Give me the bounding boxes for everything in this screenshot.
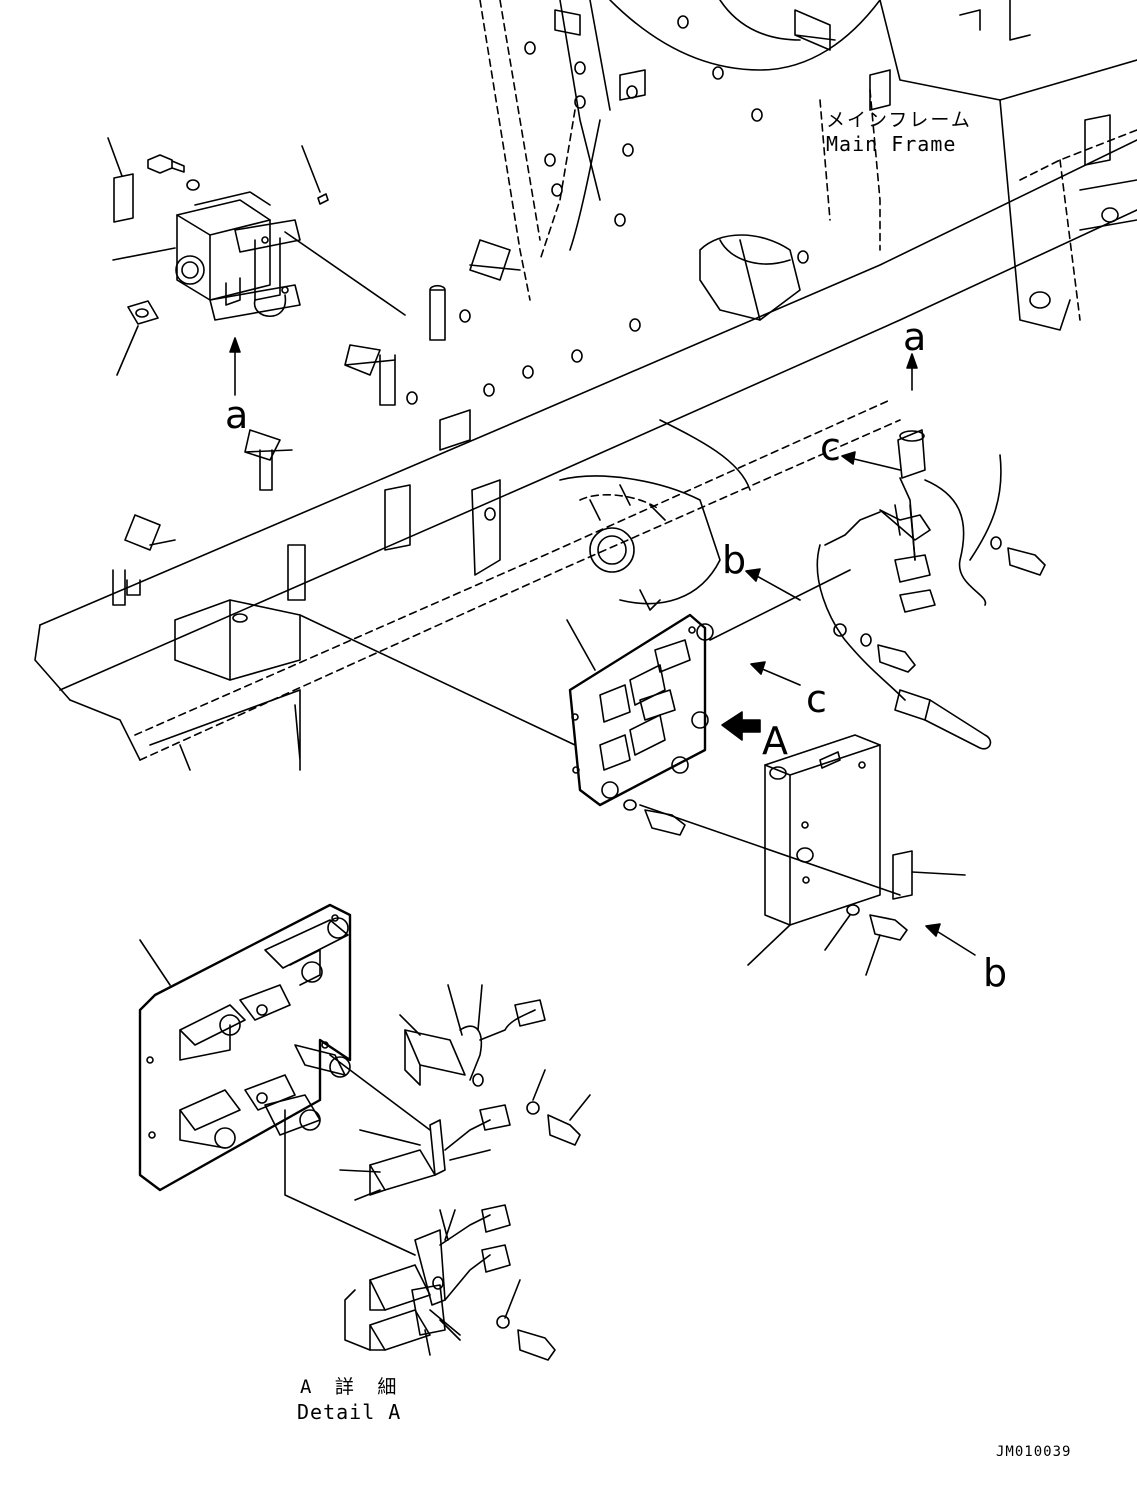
callout-c-lower: c — [806, 677, 827, 721]
relay-cylinders — [599, 623, 714, 799]
frame-holes — [406, 15, 1119, 521]
relay-assembly — [107, 137, 406, 396]
detail-a-label-jp: A 詳 細 — [300, 1376, 403, 1398]
controller-box — [747, 734, 976, 976]
callout-b-upper: b — [722, 538, 747, 582]
callout-a-right: a — [903, 315, 927, 359]
callout-a-upper: a — [225, 393, 249, 437]
detail-cylinders — [179, 917, 351, 1149]
drawing-code: JM010039 — [996, 1444, 1072, 1460]
relay-panel — [299, 569, 901, 896]
main-frame-label-en: Main Frame — [826, 132, 957, 156]
detail-a — [138, 903, 591, 1361]
callout-c-upper: c — [820, 425, 841, 469]
main-frame — [34, 0, 1137, 771]
view-a-label: A — [762, 719, 788, 763]
main-frame-label-jp: メインフレーム — [826, 109, 972, 131]
detail-a-label-en: Detail A — [297, 1400, 402, 1424]
callout-b-lower: b — [983, 951, 1008, 995]
wiring-harness — [745, 353, 1046, 750]
